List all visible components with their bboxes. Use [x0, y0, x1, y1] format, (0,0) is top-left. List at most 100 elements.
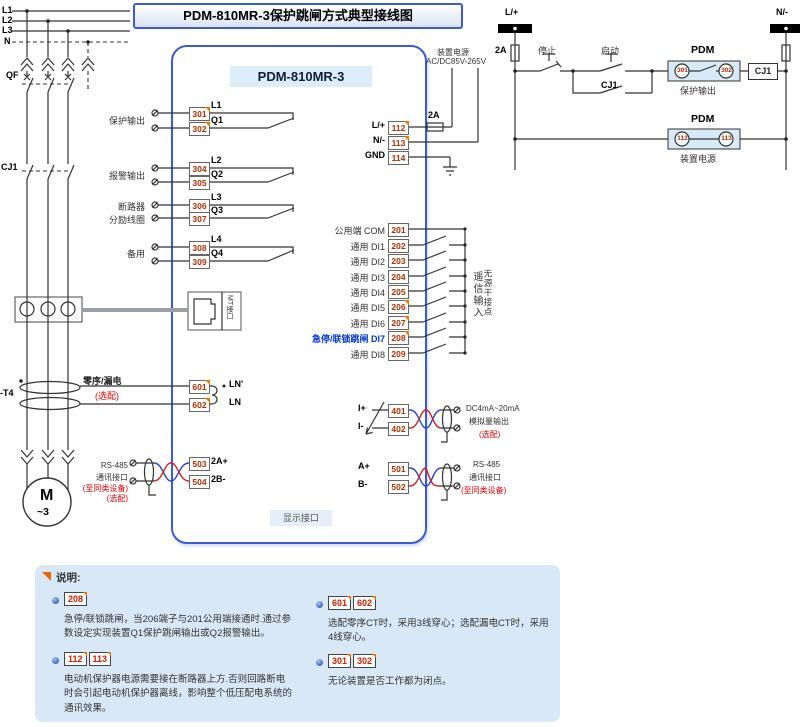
- note1-text: 急停/联锁跳闸，当206端子与201公用端接通时.通过参数设定实现装置Q1保护跳…: [64, 614, 291, 640]
- phase-l1-label: L1: [2, 5, 13, 15]
- terminal-302: 302: [189, 122, 210, 136]
- terminal-206: 206: [388, 300, 409, 314]
- power-supply-label: 装置电源: [437, 48, 469, 57]
- rs485-left-title: RS-485: [100, 461, 128, 470]
- terminal-112: 112: [388, 121, 409, 135]
- terminal-201: 201: [388, 223, 409, 237]
- terminal-402: 402: [388, 422, 409, 436]
- dashed-conductors: [12, 41, 130, 172]
- power-range-label: AC/DC85V-265V: [426, 57, 487, 66]
- tag-q3: Q3: [211, 205, 224, 215]
- pdm2-terminal-112: 112: [677, 135, 688, 142]
- notes-header: 说明:: [56, 572, 81, 584]
- analog-range-label: DC4mA~20mA: [466, 404, 520, 413]
- note-bullet-icon: [52, 597, 59, 604]
- note-bullet-icon: [316, 601, 323, 608]
- control-bus-right-label: N/-: [776, 7, 788, 17]
- stop-button-label: 停止: [538, 46, 557, 56]
- terminal-205: 205: [388, 285, 409, 299]
- terminal-114: 114: [388, 151, 409, 165]
- rs485-right-title: RS-485: [473, 460, 501, 469]
- pdm2-name-label: PDM: [691, 113, 715, 125]
- tag-i-plus: I+: [358, 403, 366, 413]
- note-bullet-icon: [52, 657, 59, 664]
- contactor-label: CJ1: [1, 162, 18, 172]
- control-bus-left-label: L/+: [505, 7, 519, 17]
- di-com-label: 公用端 COM: [334, 226, 386, 236]
- di3-label: 通用 DI3: [350, 273, 385, 283]
- di-side-label-1: 遥信输入: [471, 271, 482, 319]
- terminal-209: 209: [388, 347, 409, 361]
- tag-2a-plus: 2A+: [211, 456, 228, 466]
- note3-text: 选配零序CT时，采用3线穿心；选配漏电CT时，采用4线穿心。: [328, 618, 549, 644]
- tag-lnp: LN': [229, 379, 244, 389]
- terminal-113: 113: [388, 136, 409, 150]
- terminal-208: 208: [388, 331, 409, 345]
- tag-q4: Q4: [211, 248, 224, 258]
- terminal-602: 602: [189, 398, 210, 412]
- terminal-203: 203: [388, 254, 409, 268]
- tag-l1: L1: [211, 100, 222, 110]
- pdm2-caption: 装置电源: [680, 154, 717, 164]
- di4-label: 通用 DI4: [350, 288, 385, 298]
- tag-gnd: GND: [365, 150, 385, 160]
- protection-output-label: 保护输出: [108, 116, 145, 126]
- terminal-503: 503: [189, 457, 210, 471]
- tag-q1: Q1: [211, 115, 224, 125]
- fuse-2a-label: 2A: [428, 110, 440, 120]
- note4-badge-302: 302: [353, 654, 377, 668]
- phase-l3-label: L3: [2, 25, 13, 35]
- ct-block: [14, 296, 83, 323]
- rs485-left-peer: (至同类设备): [82, 484, 128, 493]
- di-side-label-2: 无源干接点: [483, 269, 493, 317]
- diagram-title: PDM-810MR-3保护跳闸方式典型接线图: [133, 3, 463, 29]
- note1-badge-208: 208: [64, 592, 88, 606]
- terminal-207: 207: [388, 316, 409, 330]
- hold-contact-label: CJ1: [601, 80, 618, 90]
- terminal-308: 308: [189, 241, 210, 255]
- tag-ln: LN: [229, 397, 241, 407]
- breaker-coil-label-1: 断路器: [117, 202, 145, 212]
- note3-badge-601: 601: [328, 596, 352, 610]
- note2-text: 电动机保护器电源需要接在断路器上方.否则回路断电时会引起电动机保护器离线，影响整…: [64, 674, 293, 714]
- terminal-501: 501: [388, 462, 409, 476]
- note-bullet-icon: [316, 659, 323, 666]
- terminal-307: 307: [189, 212, 210, 226]
- tag-b-minus: B-: [358, 479, 368, 489]
- zero-seq-label: 零序/漏电: [83, 376, 122, 386]
- ct-label: -T4: [0, 388, 14, 398]
- analog-title-label: 模拟量输出: [469, 417, 509, 426]
- tag-a-plus: A+: [358, 461, 370, 471]
- terminal-309: 309: [189, 255, 210, 269]
- motor-phase-label: ~3: [37, 506, 49, 518]
- pdm1-terminal-301: 301: [677, 67, 688, 74]
- breaker-label: QF: [6, 70, 19, 80]
- alarm-output-label: 报警输出: [108, 171, 145, 181]
- terminal-305: 305: [189, 176, 210, 190]
- pdm1-caption: 保护输出: [680, 86, 717, 96]
- tag-l4: L4: [211, 234, 222, 244]
- cj1-coil-box: CJ1: [748, 63, 778, 80]
- terminal-502: 502: [388, 480, 409, 494]
- start-button-label: 启动: [601, 46, 620, 56]
- phase-n-label: N: [4, 36, 11, 46]
- bus-right-bar: [770, 24, 800, 33]
- tag-n-minus: N/-: [373, 135, 385, 145]
- mt-port-label: MT接口: [226, 295, 233, 320]
- note4-badge-301: 301: [328, 654, 352, 668]
- terminal-306: 306: [189, 199, 210, 213]
- terminal-401: 401: [388, 404, 409, 418]
- spare-label: 备用: [126, 249, 145, 259]
- display-port-label: 显示接口: [270, 510, 332, 526]
- control-fuse-label: 2A: [495, 45, 507, 55]
- note3-badge-602: 602: [353, 596, 377, 610]
- terminal-304: 304: [189, 162, 210, 176]
- analog-optional-label: (选配): [479, 430, 501, 439]
- rs485-left-optional: (选配): [106, 494, 128, 503]
- device-model-label: PDM-810MR-3: [230, 66, 372, 87]
- di8-label: 通用 DI8: [350, 350, 385, 360]
- notes-panel: [35, 565, 560, 722]
- tag-l-plus: L/+: [371, 120, 385, 130]
- tag-q2: Q2: [211, 169, 224, 179]
